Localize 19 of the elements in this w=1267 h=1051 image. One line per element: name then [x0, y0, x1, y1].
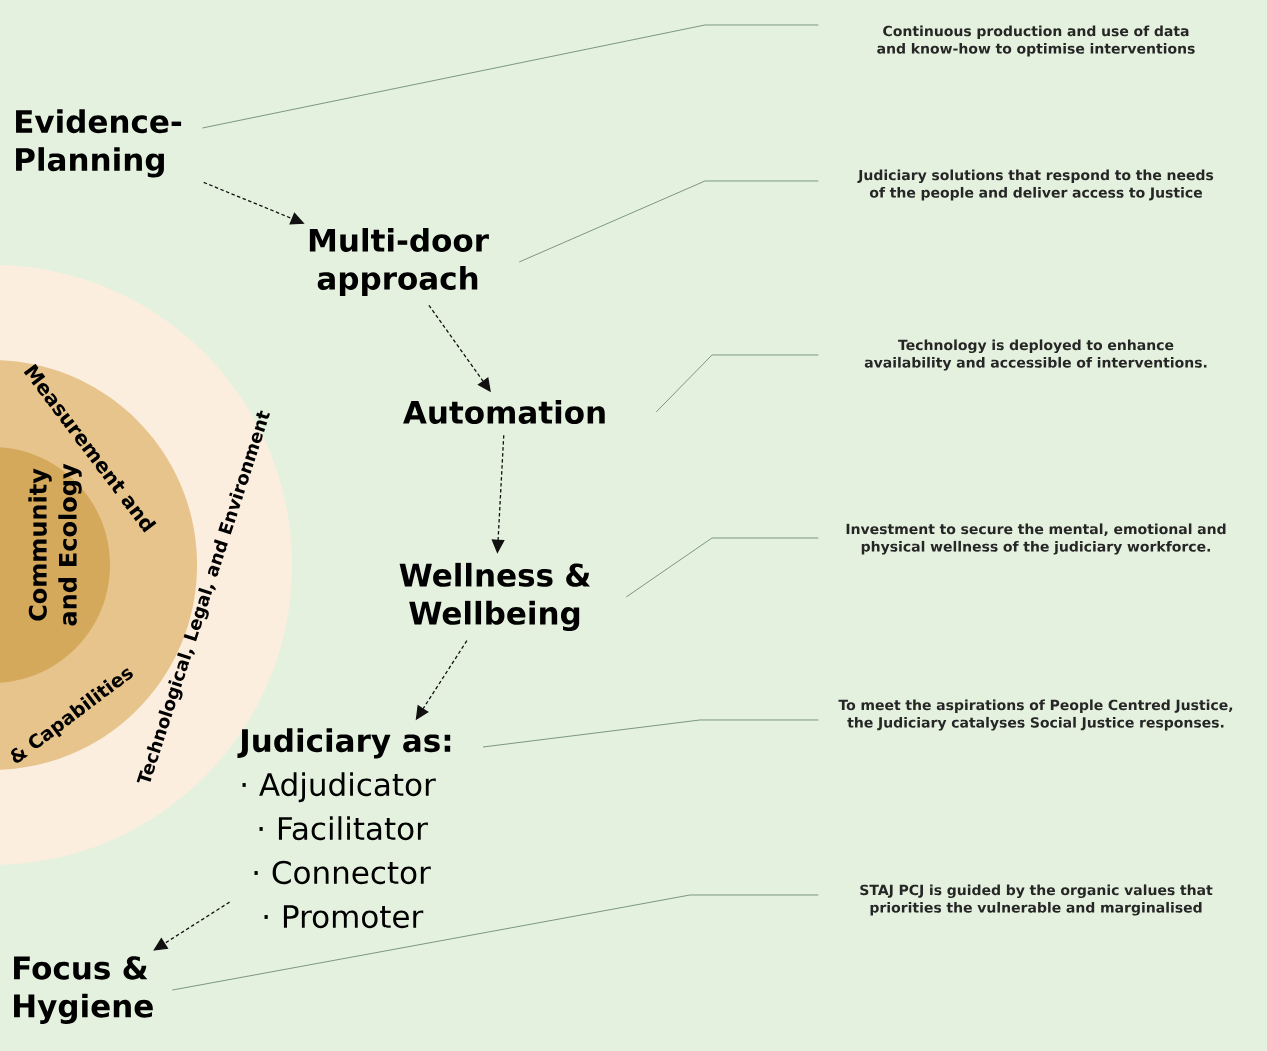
heading-text: Evidence- Planning — [16, 109, 182, 178]
description-text: Judiciary solutions that respond to the needs of the people and deliver access to Justice — [857, 169, 1214, 201]
description-text: Investment to secure the mental, emotional and physical wellness of the judiciary workforce. — [846, 523, 1226, 555]
leader-line — [518, 180, 819, 263]
heading-text: Multi-door approach — [309, 228, 489, 296]
leader-line — [625, 537, 819, 598]
leader-line — [482, 719, 819, 748]
description-text: STAJ PCJ is guided by the organic values that priorities the vulnerable and marginalised — [860, 884, 1213, 916]
leader-line — [201, 24, 819, 129]
leader-line — [171, 894, 819, 991]
leader-line — [655, 354, 819, 413]
heading-text: Focus & Hygiene — [14, 956, 153, 1024]
description-text: To meet the aspirations of People Centred Justice, the Judiciary catalyses Social Justice responses. — [838, 699, 1233, 731]
role-list: Judiciary as: · Adjudicator · Facilitator · Connector · Promoter — [237, 728, 451, 929]
heading-text: Wellness & Wellbeing — [399, 562, 591, 632]
description-text: Technology is deployed to enhance availability and accessible of interventions. — [864, 339, 1207, 371]
arrow — [153, 901, 231, 951]
description-text: Continuous production and use of data and know-how to optimise interventions — [877, 25, 1195, 57]
heading-text: Automation — [403, 400, 605, 424]
